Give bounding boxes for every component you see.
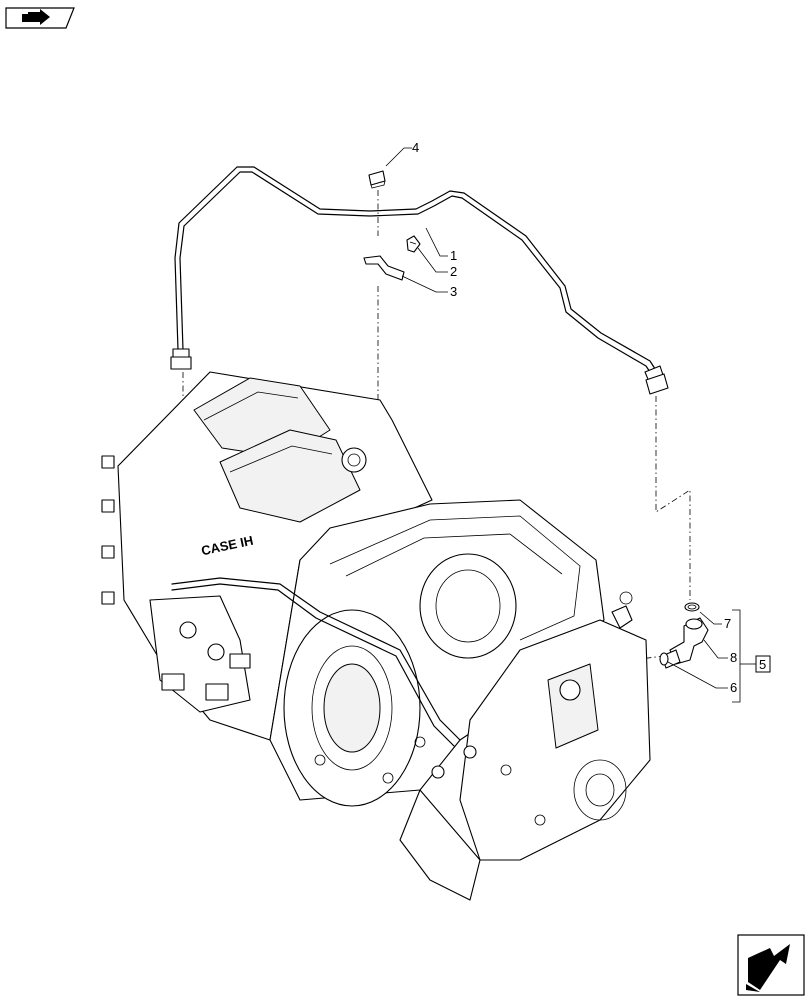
pipe-nut-right xyxy=(645,373,669,395)
o-ring-6 xyxy=(659,652,669,666)
pipe-assembly xyxy=(170,166,669,395)
side-bolts xyxy=(101,455,115,605)
bolt xyxy=(368,170,386,189)
callout-3[interactable]: 3 xyxy=(450,284,457,299)
valve-block xyxy=(149,595,251,713)
callout-1[interactable]: 1 xyxy=(450,248,457,263)
o-ring-7 xyxy=(684,602,700,612)
pipe-nut-left xyxy=(170,356,192,370)
callout-7[interactable]: 7 xyxy=(724,616,731,631)
navigation-arrow-icon[interactable] xyxy=(737,934,805,996)
callout-6[interactable]: 6 xyxy=(730,680,737,695)
book-arrow-icon[interactable] xyxy=(5,7,75,29)
elbow-fitting-8 xyxy=(661,617,709,669)
callout-5-box[interactable]: 5 xyxy=(755,655,771,673)
bracket xyxy=(363,255,405,281)
pipe-fitting-left xyxy=(172,348,190,358)
callout-leaders xyxy=(385,147,756,703)
callout-2[interactable]: 2 xyxy=(450,264,457,279)
pipe-clip xyxy=(406,235,421,253)
transmission-housing xyxy=(101,371,651,901)
callout-4[interactable]: 4 xyxy=(412,140,419,155)
callout-8[interactable]: 8 xyxy=(730,650,737,665)
callout-5[interactable]: 5 xyxy=(759,657,766,672)
